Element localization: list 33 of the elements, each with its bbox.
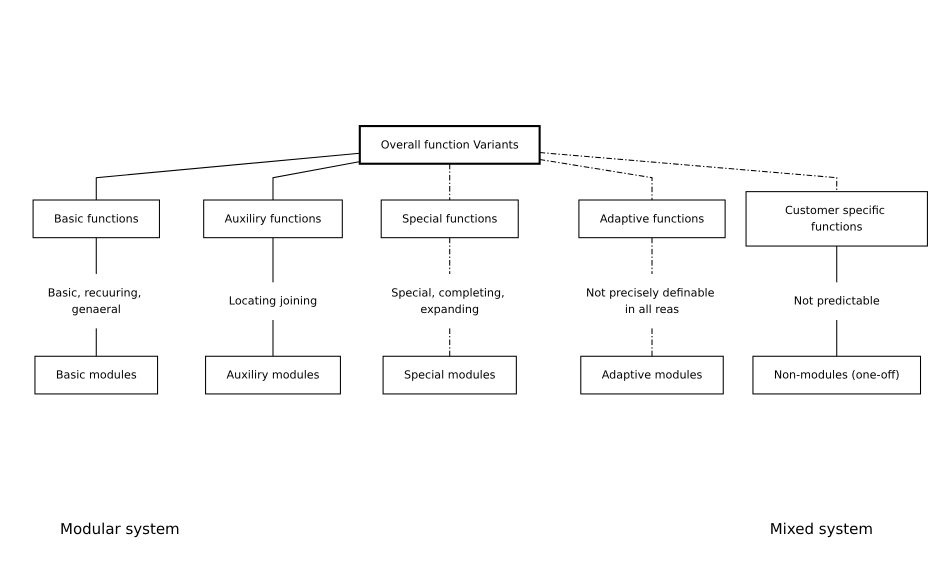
node-text: Basic, recuuring, genaeral xyxy=(48,286,142,316)
node-box: Customer specific functions xyxy=(746,191,928,247)
node-box: Adaptive modules xyxy=(580,356,724,394)
connector xyxy=(652,328,653,356)
node-box: Special functions xyxy=(380,199,519,238)
node-text: Not precisely definable in all reas xyxy=(586,286,714,316)
node-text: Locating joining xyxy=(228,294,318,308)
node-box: Auxiliry modules xyxy=(205,356,341,394)
connector xyxy=(449,238,450,274)
connector xyxy=(540,158,653,200)
node-box: Basic modules xyxy=(34,356,158,394)
node-box: Non-modules (one-off) xyxy=(752,356,922,394)
connector xyxy=(449,328,450,356)
connector xyxy=(96,238,97,274)
system-label: Modular system xyxy=(60,520,180,538)
connector xyxy=(449,164,450,200)
connector xyxy=(836,320,838,356)
connector xyxy=(652,238,653,274)
connector xyxy=(272,238,274,282)
node-text: Not predictable xyxy=(794,294,880,308)
node-box: Auxiliry functions xyxy=(203,199,343,238)
connector xyxy=(96,152,360,200)
node-box: Basic functions xyxy=(32,199,160,238)
node-text: Special, completing, expanding xyxy=(391,286,505,316)
connector xyxy=(272,161,360,200)
connector xyxy=(836,246,838,282)
system-label: Mixed system xyxy=(770,520,873,538)
node-box: Overall function Variants xyxy=(358,125,541,165)
connector xyxy=(96,328,97,356)
node-box: Adaptive functions xyxy=(578,199,726,238)
connector xyxy=(272,320,274,356)
connector xyxy=(540,152,838,192)
node-box: Special modules xyxy=(382,356,517,394)
